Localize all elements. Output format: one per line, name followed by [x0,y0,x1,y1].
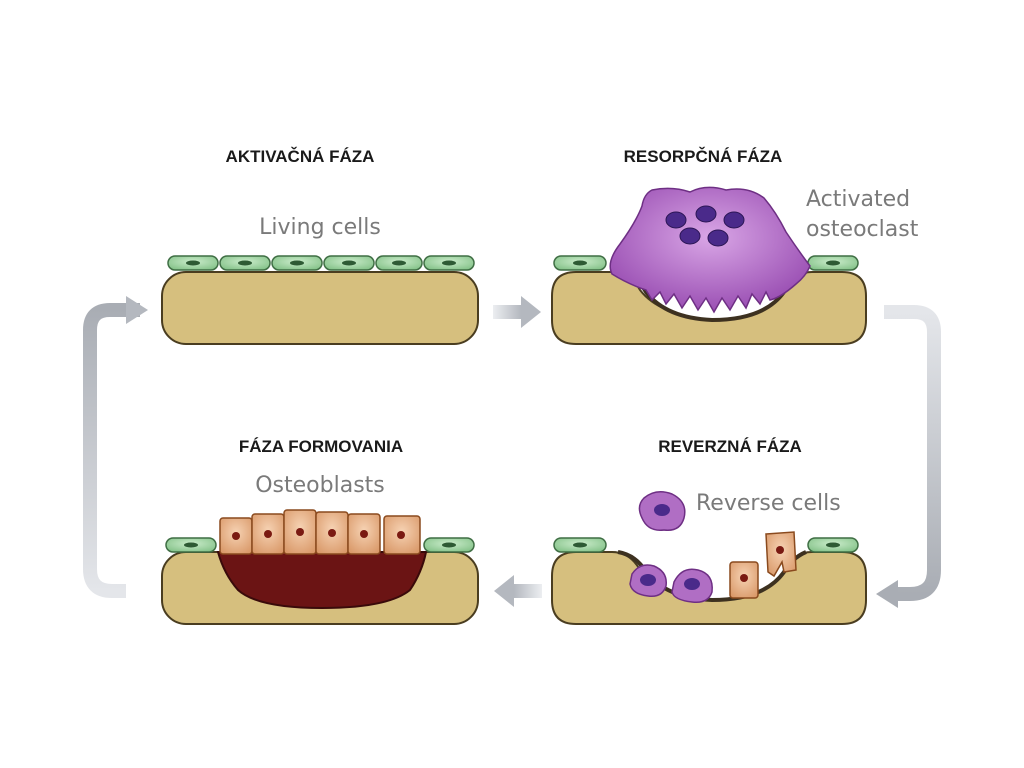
osteoblast [765,531,797,578]
nucleus [665,211,687,229]
bone-block [161,271,479,345]
phase-reversal: REVERZNÁ FÁZA Reverse cells [551,437,867,625]
phase-formation: FÁZA FORMOVANIA Osteoblasts [161,437,479,625]
nucleus [695,205,717,223]
osteoblast [383,515,421,555]
activated-osteoclast-label-line2: osteoclast [806,217,919,242]
nucleus [707,229,729,247]
osteoblast [283,509,317,555]
lining-cells [167,255,475,271]
reverse-cell-floating [638,491,686,531]
osteoblast [251,513,285,555]
reverse-cell [629,564,667,598]
phase-title: AKTIVAČNÁ FÁZA [226,147,375,166]
activated-osteoclast [609,186,811,314]
osteoblast [219,517,253,555]
arrow-formation-to-activation [83,296,148,598]
lining-cell [167,255,219,271]
reverse-cells-label: Reverse cells [696,491,841,516]
lining-cell [271,255,323,271]
lining-cell [807,537,859,553]
nucleus [723,211,745,229]
lining-cells [553,537,859,553]
osteoblast [347,513,381,555]
arrow-resorption-to-reversal [876,305,941,608]
lining-cell [423,255,475,271]
phase-title: RESORPČNÁ FÁZA [624,147,783,166]
phase-title: FÁZA FORMOVANIA [239,437,403,456]
reverse-cell [671,568,713,604]
lining-cell [553,537,607,553]
new-bone-matrix [216,551,428,610]
arrow-reversal-to-formation [494,575,542,607]
lining-cell [423,537,475,553]
living-cells-label: Living cells [259,215,381,240]
osteoblast [315,511,349,555]
osteoclast-nuclei [665,205,745,247]
lining-cells [165,537,475,553]
lining-cell [375,255,423,271]
lining-cell [219,255,271,271]
phase-resorption: RESORPČNÁ FÁZA Activated osteoclast [551,147,919,345]
lining-cell [323,255,375,271]
lining-cell [553,255,607,271]
arrow-activation-to-resorption [493,296,541,328]
phase-title: REVERZNÁ FÁZA [658,437,802,456]
lining-cell [807,255,859,271]
cycle-arrows [83,296,941,608]
osteoblast-row [219,509,421,555]
phase-activation: AKTIVAČNÁ FÁZA Living cells [161,147,479,345]
activated-osteoclast-label-line1: Activated [806,187,910,212]
osteoblast [729,561,759,599]
nucleus [679,227,701,245]
osteoblasts-label: Osteoblasts [255,473,385,498]
lining-cell [165,537,217,553]
